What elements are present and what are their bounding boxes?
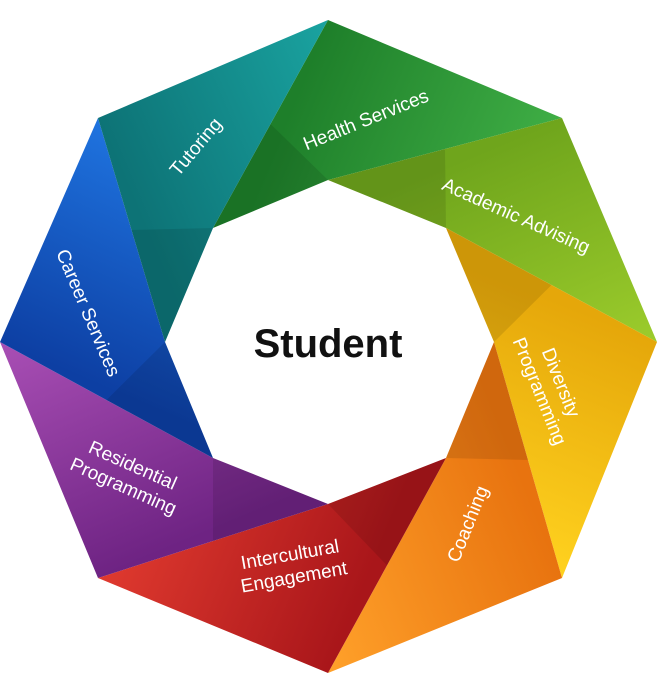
segment-fold-shadow [213,458,328,541]
segment-coaching [328,342,562,673]
segment-diversity-programming [446,228,657,578]
segment-health-services [213,20,562,228]
segment-fold-shadow [106,342,213,458]
segment-academic-advising [328,118,657,342]
segment-career-services [0,118,213,458]
segment-tutoring [98,20,328,342]
segment-fold-shadow [328,149,446,228]
segment-fold-shadow [131,228,213,342]
segment-intercultural-engagement [98,458,446,673]
segment-residential-programming [0,342,328,578]
segment-fold-shadow [328,458,446,566]
segment-fold-shadow [213,124,328,228]
segment-fold-shadow [446,342,528,460]
center-label: Student [254,322,403,366]
segment-fold-shadow [446,228,552,342]
